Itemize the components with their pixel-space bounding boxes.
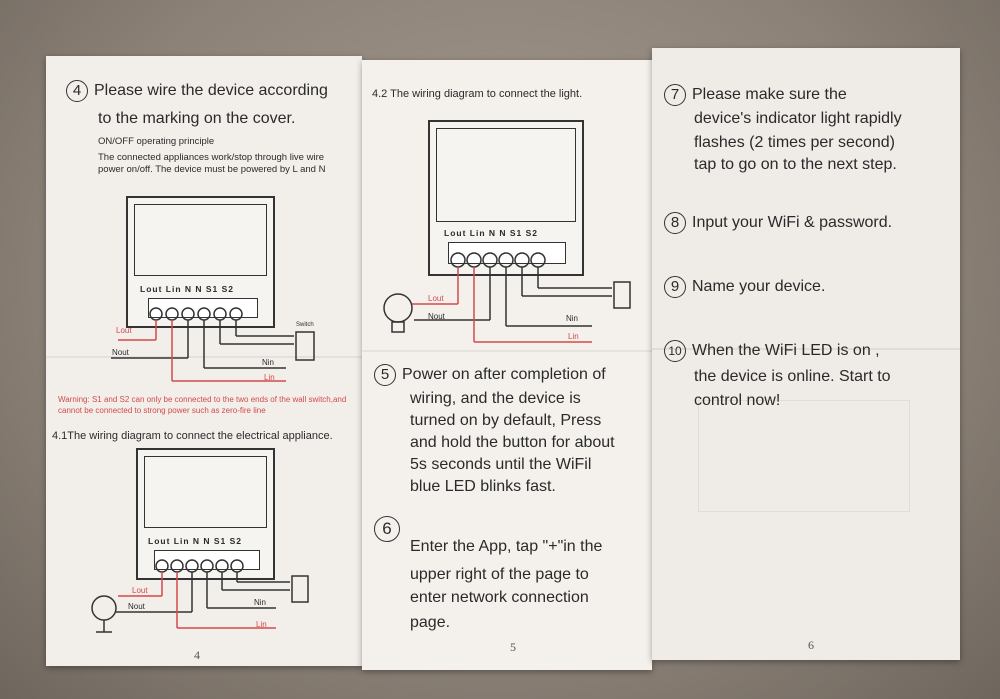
principle-title: ON/OFF operating principle — [98, 136, 215, 147]
step-5-number: 5 — [374, 364, 396, 386]
step-6-line1: Enter the App, tap "+"in the — [410, 538, 603, 555]
step-5-line2: wiring, and the device is — [410, 390, 581, 407]
label-nin: Nin — [254, 598, 267, 607]
step-10-line2: the device is online. Start to — [694, 368, 891, 385]
step-9-number: 9 — [664, 276, 686, 298]
label-nin: Nin — [566, 314, 579, 323]
label-nout: Nout — [428, 312, 445, 321]
wiring-lines-3 — [383, 252, 631, 343]
step-7-line3: flashes (2 times per second) — [694, 134, 895, 151]
wiring-lines-1 — [111, 307, 315, 382]
warning-text: Warning: S1 and S2 can only be connected… — [58, 395, 347, 415]
label-lout: Lout — [428, 294, 444, 303]
label-lin: Lin — [256, 620, 267, 629]
step-4-heading-line2: to the marking on the cover. — [98, 110, 296, 127]
step-6-line3: enter network connection — [410, 589, 589, 606]
label-nout: Nout — [128, 602, 145, 611]
label-lin: Lin — [568, 332, 579, 341]
step-5-line5: 5s seconds until the WiFil — [410, 456, 592, 473]
step-6-heading: 6 — [374, 516, 406, 542]
label-nin: Nin — [262, 358, 275, 367]
label-nout: Nout — [112, 348, 129, 357]
section-4-1-title: 4.1The wiring diagram to connect the ele… — [52, 430, 333, 442]
device-screen — [144, 456, 267, 528]
principle-text: The connected appliances work/stop throu… — [98, 152, 326, 175]
terminal-labels: Lout Lin N N S1 S2 — [444, 228, 539, 238]
label-lout: Lout — [132, 586, 148, 595]
fold-line — [362, 350, 652, 352]
fold-line — [652, 348, 960, 350]
terminal-labels: Lout Lin N N S1 S2 — [148, 536, 243, 546]
step-7-line2: device's indicator light rapidly — [694, 110, 902, 127]
show-through-diagram — [698, 400, 910, 512]
page-number: 4 — [194, 648, 200, 662]
label-lout: Lout — [116, 326, 132, 335]
label-switch: Switch — [296, 322, 314, 328]
device-diagram-1: Lout Lin N N S1 S2 — [126, 196, 275, 328]
device-diagram-2: Lout Lin N N S1 S2 — [136, 448, 275, 580]
step-7-line4: tap to go on to the next step. — [694, 156, 897, 173]
step-10-number: 10 — [664, 340, 686, 362]
step-5-line4: and hold the button for about — [410, 434, 615, 451]
wiring-lines-2 — [91, 559, 309, 633]
device-screen — [436, 128, 576, 222]
step-5-line3: turned on by default, Press — [410, 412, 602, 429]
step-7-number: 7 — [664, 84, 686, 106]
step-4-number: 4 — [66, 80, 88, 102]
step-6-number: 6 — [374, 516, 400, 542]
step-10-line3: control now! — [694, 392, 781, 409]
step-5-line6: blue LED blinks fast. — [410, 478, 556, 495]
section-4-2-title: 4.2 The wiring diagram to connect the li… — [372, 88, 583, 100]
page-number: 5 — [510, 640, 516, 654]
label-lin: Lin — [264, 373, 275, 382]
step-6-line2: upper right of the page to — [410, 566, 589, 583]
step-6-line4: page. — [410, 614, 451, 631]
page-number: 6 — [808, 638, 814, 652]
step-8-number: 8 — [664, 212, 686, 234]
terminal-labels: Lout Lin N N S1 S2 — [140, 284, 235, 294]
device-screen — [134, 204, 267, 276]
manual-page-5: 4.2 The wiring diagram to connect the li… — [362, 60, 652, 670]
